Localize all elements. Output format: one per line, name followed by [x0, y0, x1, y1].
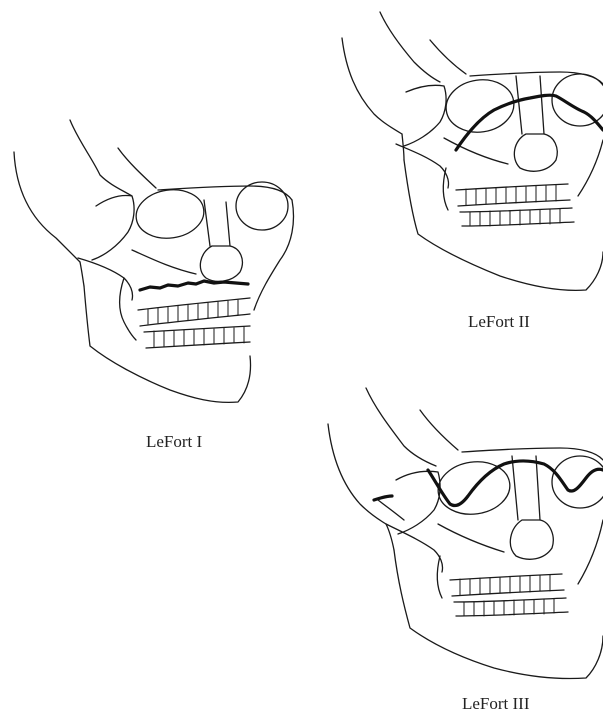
right-orbit	[236, 182, 288, 230]
cranial-suture	[366, 388, 436, 466]
cranial-suture	[70, 120, 132, 196]
maxilla-side	[120, 278, 137, 340]
right-face-edge	[578, 140, 603, 196]
cranium-outline	[14, 152, 80, 262]
upper-dental-arch	[456, 184, 570, 206]
caption-lefort-1: LeFort I	[146, 432, 202, 452]
ramus	[80, 262, 84, 286]
lefort-1-fracture-line	[140, 281, 248, 290]
mandible	[84, 286, 251, 402]
lefort-2-fracture-line	[456, 95, 603, 150]
right-orbit	[552, 456, 603, 508]
lefort-3-fracture-line	[374, 461, 603, 506]
cranial-suture-2	[118, 148, 156, 188]
zygoma-outline	[92, 195, 134, 260]
cranial-suture-2	[430, 40, 466, 74]
cranial-suture-2	[420, 410, 458, 450]
cheek-outline	[132, 250, 196, 274]
nasal-aperture	[200, 246, 242, 281]
right-orbit	[552, 74, 603, 126]
nasal-bone	[512, 456, 540, 520]
lower-dental-arch	[460, 208, 574, 226]
skull-lefort-3	[328, 388, 603, 679]
nasal-aperture	[510, 520, 553, 559]
left-orbit	[133, 186, 207, 243]
upper-dental-arch	[138, 298, 250, 326]
right-face-edge	[578, 520, 603, 584]
skull-lefort-1	[14, 120, 294, 402]
forehead-line	[158, 186, 292, 200]
caption-lefort-2: LeFort II	[468, 312, 530, 332]
cranium-outline	[342, 38, 402, 134]
nasal-aperture	[514, 134, 557, 171]
forehead-line	[462, 448, 603, 460]
cranial-suture	[380, 12, 440, 82]
cranium-outline	[328, 424, 386, 524]
mandible	[394, 550, 603, 679]
skull-lefort-2	[342, 12, 603, 290]
nasal-bone	[516, 76, 544, 134]
caption-lefort-3: LeFort III	[462, 694, 530, 714]
cheek-outline	[438, 524, 504, 552]
upper-dental-arch	[450, 574, 564, 596]
cheek-outline	[444, 138, 508, 164]
lower-teeth	[154, 327, 244, 347]
nasal-bone	[204, 200, 230, 246]
right-face-edge	[254, 200, 294, 310]
zygoma-outline	[404, 85, 446, 146]
lower-dental-arch	[454, 598, 568, 616]
